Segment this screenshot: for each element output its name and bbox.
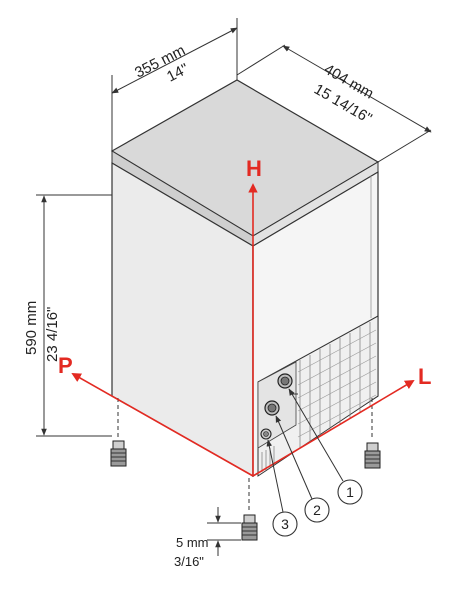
connection-2-fitting [264, 400, 280, 416]
connection-3-fitting [260, 428, 272, 440]
callout-1-label: 1 [346, 484, 354, 500]
height-metric-label: 590 mm [23, 301, 40, 355]
foot-height-dimension: 5 mm 3/16" [174, 507, 241, 569]
foot-left [110, 398, 127, 467]
height-imperial-label: 23 4/16" [44, 307, 61, 362]
foot-metric-label: 5 mm [176, 535, 209, 550]
axis-p-label: P [58, 353, 73, 378]
foot-imperial-label: 3/16" [174, 554, 204, 569]
connection-1-fitting [277, 373, 293, 389]
callout-3-label: 3 [281, 516, 289, 532]
axis-p-line [71, 373, 254, 477]
axes: H P L [58, 156, 431, 477]
foot-front [241, 478, 258, 541]
foot-right [364, 398, 381, 469]
height-dimension: 590 mm 23 4/16" [23, 194, 112, 437]
callout-3: 3 [266, 439, 298, 537]
axis-l-line [252, 380, 415, 477]
callout-1: 1 [288, 388, 363, 505]
axis-l-label: L [418, 364, 431, 389]
callout-2: 2 [275, 415, 330, 523]
callout-2-label: 2 [313, 502, 321, 518]
axis-h-label: H [246, 156, 262, 181]
